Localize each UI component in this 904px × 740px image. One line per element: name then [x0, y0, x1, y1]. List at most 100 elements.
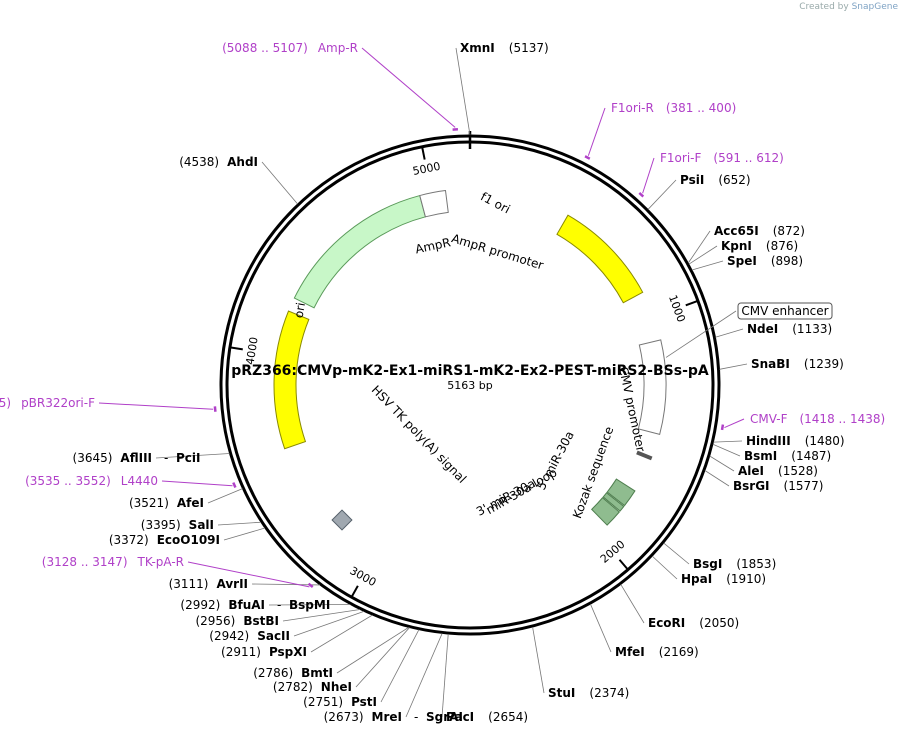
site-alei: AleI(1528)	[709, 455, 818, 478]
site-position: (2673)	[324, 710, 364, 724]
site-leader	[207, 488, 243, 504]
site-position: (876)	[766, 239, 798, 253]
site-position: (3645)	[73, 451, 113, 465]
site-leader	[261, 161, 298, 205]
site-leader	[647, 179, 677, 210]
site-name: EcoO109I	[157, 533, 220, 547]
primer-pbr322ori-f: pBR322ori-F(3786 .. 3805)	[0, 396, 217, 412]
site-leader	[651, 555, 678, 580]
ruler-tick	[618, 559, 629, 570]
site-position: (1487)	[791, 449, 831, 463]
site-name: SalI	[189, 518, 214, 532]
site-leader	[704, 470, 730, 487]
site-position: (2782)	[273, 680, 313, 694]
site-leader	[155, 453, 230, 459]
site-bfuai: BfuAI-BspMI(2992)	[180, 598, 351, 612]
primer-tk-pa-r: TK-pA-R(3128 .. 3147)	[42, 555, 314, 588]
primer-name: TK-pA-R	[137, 555, 185, 569]
site-position: (2654)	[488, 710, 528, 724]
primer-range: (3786 .. 3805)	[0, 396, 11, 410]
site-position: (2786)	[253, 666, 293, 680]
site-separator: -	[164, 451, 168, 465]
watermark-brand: SnapGene	[851, 2, 898, 12]
primer-leader	[361, 47, 456, 128]
site-ahdi: AhdI(4538)	[179, 155, 298, 205]
site-name: AhdI	[227, 155, 258, 169]
site-leader	[355, 627, 410, 688]
site-leader	[217, 521, 262, 526]
site-afliii: AflIII-PciI(3645)	[73, 451, 230, 465]
site-name: HpaI	[681, 572, 712, 586]
site-leader	[380, 629, 420, 703]
site-leader	[712, 443, 741, 457]
site-name: PsiI	[680, 173, 704, 187]
site-position: (2942)	[209, 629, 249, 643]
callout-box	[737, 302, 833, 320]
site-name: BsrGI	[733, 479, 770, 493]
site-leader	[223, 527, 266, 541]
site-name: Acc65I	[714, 224, 759, 238]
primer-f1ori-r: F1ori-R(381 .. 400)	[584, 101, 736, 160]
site-separator: -	[414, 710, 418, 724]
site-mrei: MreI-SgrAI (2673)	[324, 633, 463, 724]
primer-range: (1418 .. 1438)	[799, 412, 885, 426]
feature-mark-hsv-tk-poly-a-signal	[331, 509, 353, 531]
site-ndei: NdeI(1133)	[715, 322, 832, 338]
site-position: (1853)	[736, 557, 776, 571]
site-leader	[709, 455, 735, 472]
site-name: KpnI	[721, 239, 752, 253]
site-snabi: SnaBI(1239)	[719, 357, 844, 371]
site-mfei: MfeI(2169)	[590, 603, 699, 659]
site-psii: PsiI (652)	[647, 173, 751, 210]
site-stui: StuI(2374)	[532, 626, 629, 700]
center-labels: pRZ366:CMVp-mK2-Ex1-miRS1-mK2-Ex2-PEST-m…	[231, 363, 709, 392]
site-name-2: PciI	[176, 451, 201, 465]
primer-f1ori-f: F1ori-F(591 .. 612)	[638, 151, 784, 198]
site-bsrgi: BsrGI(1577)	[704, 470, 823, 493]
site-position: (1480)	[805, 434, 845, 448]
site-leader	[268, 604, 351, 606]
feature-arc-ampr-promoter	[419, 189, 449, 218]
ruler-tick	[351, 585, 359, 597]
site-name: BsgI	[693, 557, 722, 571]
feature-arc-5-mir-30a	[606, 478, 636, 507]
watermark-prefix: Created by	[799, 2, 849, 12]
plasmid-name: pRZ366:CMVp-mK2-Ex1-miRS1-mK2-Ex2-PEST-m…	[231, 363, 709, 379]
site-bsgi: BsgI (1853)	[663, 542, 776, 571]
site-leader	[663, 542, 690, 565]
site-position: (652)	[718, 173, 750, 187]
callout-text: CMV enhancer	[741, 304, 828, 318]
primer-leader	[642, 157, 655, 194]
site-name: PacI	[446, 710, 474, 724]
site-leader	[691, 260, 724, 271]
site-paci: PacI (2654)	[441, 634, 528, 724]
site-xmni: XmnI(5137)	[455, 41, 549, 136]
feature-arc-f1-ori	[556, 214, 644, 304]
site-position: (2911)	[221, 645, 261, 659]
feature-label-f1-ori: f1 ori	[478, 189, 512, 216]
primer-range: (5088 .. 5107)	[222, 41, 308, 55]
site-leader	[620, 584, 645, 624]
site-name: BmtI	[301, 666, 333, 680]
site-nhei: NheI(2782)	[273, 627, 410, 694]
site-leader	[455, 47, 471, 136]
site-position: (2751)	[303, 695, 343, 709]
site-position: (2956)	[195, 614, 235, 628]
ruler-tick-label: 4000	[244, 336, 261, 366]
primer-amp-r: Amp-R(5088 .. 5107)	[222, 41, 459, 131]
site-leader	[687, 230, 711, 264]
site-name: SpeI	[727, 254, 757, 268]
site-name: EcoRI	[648, 616, 685, 630]
primer-range: (3535 .. 3552)	[25, 474, 111, 488]
site-name-2: SgrAI	[426, 710, 463, 724]
site-psti: PstI(2751)	[303, 629, 420, 709]
site-name: MreI	[372, 710, 402, 724]
primers-layer: Amp-R(5088 .. 5107) F1ori-R(381 .. 400)F1…	[0, 41, 885, 588]
ruler-tick	[685, 300, 698, 307]
primer-leader	[587, 107, 606, 156]
primer-name: F1ori-F	[660, 151, 701, 165]
site-hpai: HpaI(1910)	[651, 555, 766, 586]
feature-mark-kozak-sequence	[636, 450, 653, 461]
feature-arc-ori	[273, 310, 310, 450]
